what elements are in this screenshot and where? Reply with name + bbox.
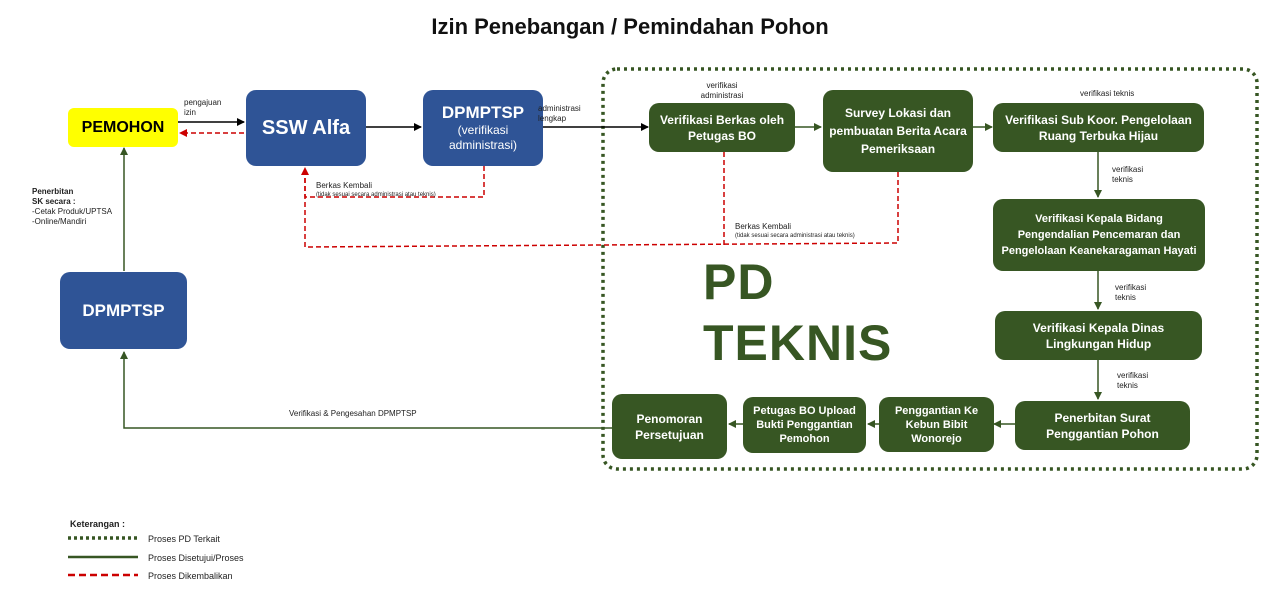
arrow-penomoran-dpmptsp <box>120 351 612 429</box>
node-penomoran: Penomoran Persetujuan <box>612 394 727 459</box>
label-verifikasi-teknis-3: verifikasi teknis <box>1115 283 1147 302</box>
label-berkas-kembali-2-note: (tidak sesuai secara administrasi atau t… <box>735 233 855 239</box>
region-label-teknis: TEKNIS <box>703 315 893 371</box>
label-penerbitan-sk: Penerbitan SK secara : -Cetak Produk/UPT… <box>32 187 112 227</box>
node-dpmptsp-label: DPMPTSP <box>82 300 165 320</box>
node-verif-subkoor-label: Verifikasi Sub Koor. Pengelolaan Ruang T… <box>1005 112 1192 143</box>
node-verif-kadis: Verifikasi Kepala Dinas Lingkungan Hidup <box>995 311 1202 360</box>
node-petugas-upload: Petugas BO Upload Bukti Penggantian Pemo… <box>743 397 866 453</box>
node-dpmptsp: DPMPTSP <box>60 272 187 349</box>
region-label-pd: PD <box>703 254 775 310</box>
node-penggantian-kebun-label: Penggantian Ke Kebun Bibit Wonorejo <box>894 404 979 445</box>
label-verifikasi-teknis-4: verifikasi teknis <box>1117 371 1149 390</box>
node-penggantian-kebun: Penggantian Ke Kebun Bibit Wonorejo <box>879 397 994 452</box>
legend-item-returned: Proses Dikembalikan <box>148 571 233 581</box>
node-petugas-upload-label: Petugas BO Upload Bukti Penggantian Pemo… <box>753 405 856 445</box>
node-verif-subkoor: Verifikasi Sub Koor. Pengelolaan Ruang T… <box>993 103 1204 152</box>
label-verifikasi-administrasi: verifikasi administrasi <box>700 81 744 100</box>
label-berkas-kembali-1: Berkas Kembali (tidak sesuai secara admi… <box>316 181 436 199</box>
label-berkas-kembali-2: Berkas Kembali (tidak sesuai secara admi… <box>735 222 855 240</box>
label-berkas-kembali-2-title: Berkas Kembali <box>735 222 792 231</box>
arrow-return-ssw-outer <box>304 172 899 248</box>
page-title: Izin Penebangan / Pemindahan Pohon <box>431 14 829 39</box>
node-ssw-label: SSW Alfa <box>261 116 351 139</box>
label-verifikasi-teknis-1: verifikasi teknis <box>1080 89 1135 98</box>
label-berkas-kembali-1-note: (tidak sesuai secara administrasi atau t… <box>316 192 436 198</box>
label-penerbitan-sk-item1: -Cetak Produk/UPTSA <box>32 207 113 216</box>
legend-item-approved: Proses Disetujui/Proses <box>148 553 244 563</box>
node-dpmptsp-verifikasi-title: DPMPTSP <box>441 103 525 122</box>
node-survey-lokasi: Survey Lokasi dan pembuatan Berita Acara… <box>823 90 973 172</box>
node-verif-kadis-label: Verifikasi Kepala Dinas Lingkungan Hidup <box>1032 320 1165 351</box>
node-dpmptsp-verifikasi-sub: (verifikasi administrasi) <box>448 123 517 152</box>
label-administrasi-lengkap: administrasi lengkap <box>538 104 581 123</box>
node-verif-kabid: Verifikasi Kepala Bidang Pengendalian Pe… <box>993 199 1205 271</box>
label-verif-pengesahan: Verifikasi & Pengesahan DPMPTSP <box>289 409 417 418</box>
node-dpmptsp-verifikasi: DPMPTSP (verifikasi administrasi) <box>423 90 543 166</box>
pd-teknis-region <box>601 67 1259 471</box>
node-verif-kabid-label: Verifikasi Kepala Bidang Pengendalian Pe… <box>1001 213 1197 257</box>
node-verifikasi-berkas: Verifikasi Berkas oleh Petugas BO <box>649 103 795 152</box>
node-pemohon: PEMOHON <box>68 108 178 147</box>
node-penerbitan-surat: Penerbitan Surat Penggantian Pohon <box>1015 401 1190 450</box>
legend-item-pd: Proses PD Terkait <box>148 534 220 544</box>
label-penerbitan-sk-item2: -Online/Mandiri <box>32 217 87 226</box>
node-pemohon-label: PEMOHON <box>81 118 165 136</box>
label-penerbitan-sk-title: Penerbitan SK secara : <box>32 187 76 206</box>
node-survey-label: Survey Lokasi dan pembuatan Berita Acara… <box>829 106 967 156</box>
label-berkas-kembali-1-title: Berkas Kembali <box>316 181 373 190</box>
label-verifikasi-teknis-2: verifikasi teknis <box>1112 165 1144 184</box>
legend-title: Keterangan : <box>70 519 126 529</box>
node-ssw-alfa: SSW Alfa <box>246 90 366 166</box>
node-penomoran-label: Penomoran Persetujuan <box>635 411 704 442</box>
node-penerbitan-surat-label: Penerbitan Surat Penggantian Pohon <box>1046 410 1159 441</box>
node-verifikasi-berkas-label: Verifikasi Berkas oleh Petugas BO <box>659 112 785 143</box>
label-pengajuan: pengajuan izin <box>184 98 222 117</box>
